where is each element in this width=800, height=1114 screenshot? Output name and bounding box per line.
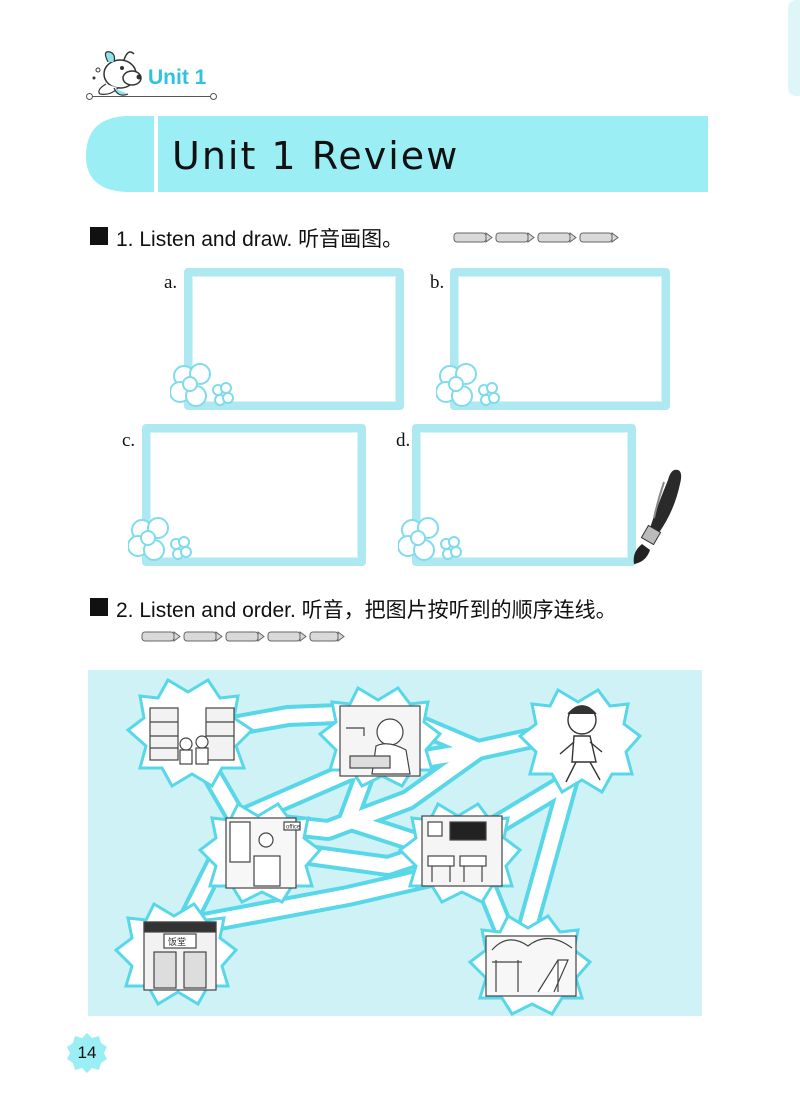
crayons-icon: [453, 232, 619, 243]
title-leaf-shape: [86, 116, 156, 192]
flower-icon: [128, 517, 192, 561]
office-picture: office: [225, 817, 301, 889]
canteen-picture: 饭堂: [143, 921, 217, 991]
flower-icon: [398, 517, 462, 561]
paintbrush-icon: [633, 469, 682, 564]
washing-hands-picture: [339, 705, 421, 777]
flower-icon: [436, 363, 500, 407]
mascot-icon: [92, 51, 142, 96]
library-picture: [149, 707, 235, 765]
office-sign-text: office: [286, 825, 301, 831]
matching-map-drawing: office 饭堂: [113, 677, 643, 1016]
section2-heading: 2. Listen and order. 听音，把图片按听到的顺序连线。: [116, 599, 617, 622]
title-bar: [154, 116, 708, 192]
playground-picture: [485, 935, 577, 997]
frame-label-a: a.: [164, 272, 178, 293]
classroom-picture: [421, 815, 503, 887]
page-title: Unit 1 Review: [172, 134, 460, 178]
page-number: 14: [77, 1043, 97, 1062]
rule-dot-left: [86, 93, 93, 100]
boy-walking-picture: [559, 705, 603, 783]
canteen-sign-text: 饭堂: [168, 936, 186, 948]
section-bullet: [90, 227, 108, 245]
page-number-badge: [67, 1033, 107, 1073]
flower-icon: [170, 363, 234, 407]
unit-underline: [90, 96, 212, 97]
section-bullet: [90, 598, 108, 616]
rule-dot-right: [210, 93, 217, 100]
side-tab: [788, 0, 800, 96]
crayons-icon: [141, 631, 345, 642]
frame-label-c: c.: [122, 430, 136, 451]
unit-label: Unit 1: [148, 66, 207, 89]
section1-heading: 1. Listen and draw. 听音画图。: [116, 228, 404, 251]
frame-label-b: b.: [430, 272, 445, 293]
frame-label-d: d.: [396, 430, 411, 451]
